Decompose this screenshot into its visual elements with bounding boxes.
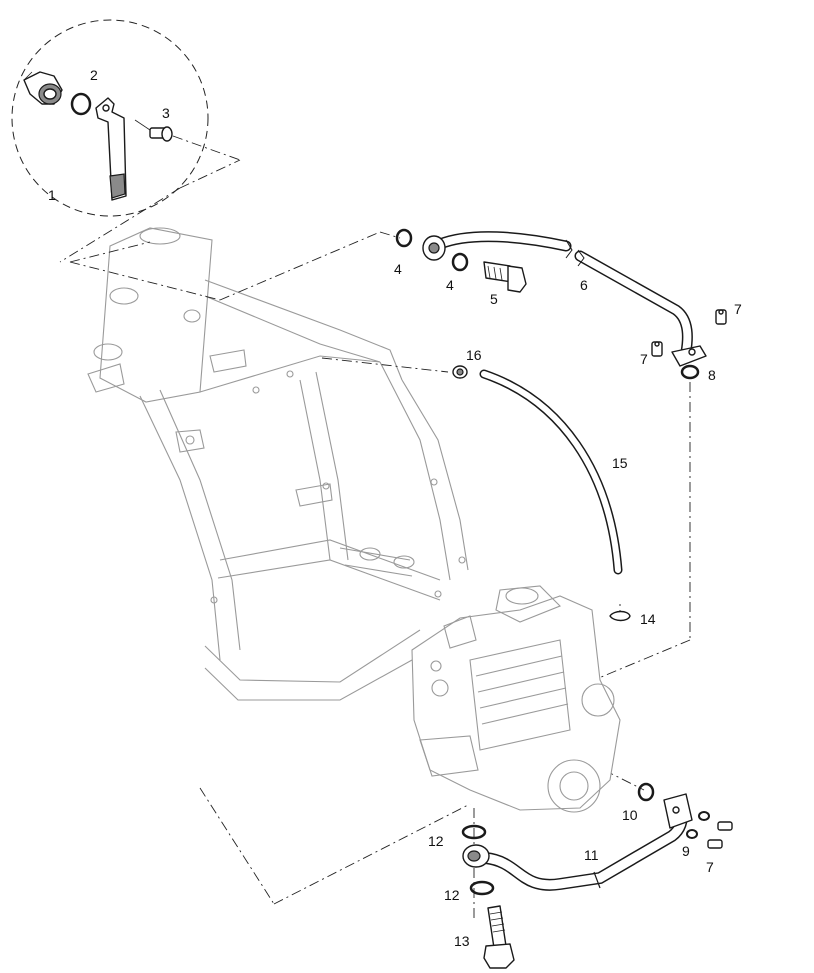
- washer-4-left: [395, 228, 413, 248]
- breather-hose-15: [479, 369, 623, 575]
- callout-4-left: 4: [394, 261, 402, 277]
- oil-pipe-6: [434, 231, 693, 358]
- detail-circle: [11, 19, 241, 263]
- oil-filler-cap: [23, 71, 63, 105]
- o-ring-10: [637, 782, 655, 802]
- clamp-14: [609, 610, 631, 622]
- washer-12-upper: [461, 824, 487, 840]
- screws-7-lower: [698, 811, 733, 849]
- washer-4-right: [451, 252, 469, 272]
- dipstick-bracket: [95, 97, 127, 201]
- o-ring-2: [70, 92, 92, 116]
- callout-12-lower: 12: [444, 887, 460, 903]
- callout-6: 6: [580, 277, 588, 293]
- callout-7-middle: 7: [640, 351, 648, 367]
- callout-14: 14: [640, 611, 656, 627]
- callout-1: 1: [48, 187, 56, 203]
- callout-7-upper: 7: [734, 301, 742, 317]
- motorcycle-frame: [87, 227, 469, 701]
- callout-5: 5: [490, 291, 498, 307]
- screw-7-middle: [651, 341, 663, 357]
- callout-12-upper: 12: [428, 833, 444, 849]
- callout-10: 10: [622, 807, 638, 823]
- banjo-fitting-lower: [462, 844, 490, 868]
- clamp-16: [452, 365, 468, 379]
- callout-13: 13: [454, 933, 470, 949]
- callout-3: 3: [162, 105, 170, 121]
- banjo-bolt-13: [483, 905, 515, 969]
- washer-12-lower: [469, 880, 495, 896]
- flange-9: [663, 793, 698, 839]
- reference-lines: [69, 231, 691, 920]
- callout-9: 9: [682, 843, 690, 859]
- callout-11: 11: [584, 847, 599, 863]
- callout-4-right: 4: [446, 277, 454, 293]
- banjo-bolt-5: [483, 261, 527, 293]
- callout-7-lower: 7: [706, 859, 714, 875]
- callout-2: 2: [90, 67, 98, 83]
- screw-7-upper: [715, 309, 727, 325]
- screw-3: [134, 119, 241, 161]
- callout-16: 16: [466, 347, 482, 363]
- callout-8: 8: [708, 367, 716, 383]
- engine-block: [411, 585, 621, 813]
- banjo-fitting-upper: [422, 235, 446, 261]
- callout-15: 15: [612, 455, 628, 471]
- flange-8: [671, 345, 707, 380]
